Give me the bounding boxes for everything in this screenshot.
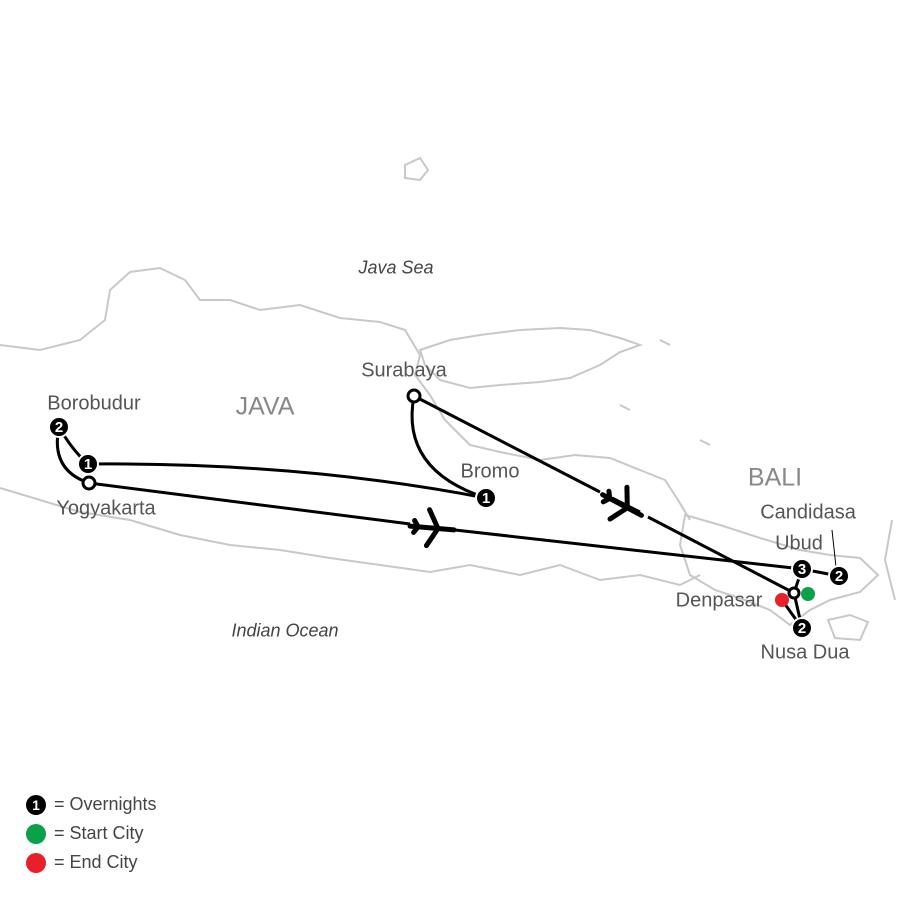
indian-ocean-label: Indian Ocean <box>231 620 339 641</box>
java-north-coast <box>0 266 691 521</box>
borobudur-label: Borobudur <box>47 392 141 415</box>
route-yogyakarta-bromo <box>87 462 487 500</box>
bali-island <box>678 513 880 627</box>
svg-text:1: 1 <box>482 490 490 507</box>
end-city-marker <box>775 593 789 607</box>
madura-island <box>418 326 644 390</box>
coastlines <box>0 156 896 642</box>
overnight-marker-borobudur: 2 <box>48 416 70 438</box>
candidasa-leader-line <box>831 529 837 568</box>
svg-text:1: 1 <box>84 456 92 473</box>
overnight-icon: 1 <box>26 794 46 815</box>
nusa-dua-label: Nusa Dua <box>760 641 850 664</box>
svg-text:2: 2 <box>55 419 63 436</box>
svg-text:2: 2 <box>835 568 843 585</box>
yogyakarta-label: Yogyakarta <box>56 497 156 520</box>
lombok-edge <box>883 519 896 601</box>
denpasar-marker <box>787 586 801 600</box>
legend-overnights: 1 = Overnights <box>26 794 157 815</box>
route-yogyakarta-ubud-flight <box>88 481 803 571</box>
surabaya-label: Surabaya <box>361 359 447 382</box>
plane-icon <box>600 484 644 522</box>
candidasa-label: Candidasa <box>760 501 856 524</box>
legend-end-city: = End City <box>26 852 138 873</box>
bali-label: BALI <box>747 463 803 492</box>
java-label: JAVA <box>235 392 295 421</box>
svg-text:2: 2 <box>798 620 806 637</box>
legend-label: = Start City <box>54 823 144 843</box>
yogyakarta-marker <box>81 475 97 491</box>
denpasar-label: Denpasar <box>675 589 763 612</box>
ubud-label: Ubud <box>775 532 823 555</box>
legend-label: = Overnights <box>54 794 157 814</box>
legend-start-city: = Start City <box>26 823 144 844</box>
overnight-marker-nusa-dua: 2 <box>791 617 813 639</box>
java-south-coast <box>0 487 701 587</box>
overnight-marker-yogyakarta: 1 <box>77 453 99 475</box>
overnight-marker-bromo: 1 <box>475 487 497 509</box>
overnight-marker-candidasa: 2 <box>828 565 850 587</box>
svg-text:3: 3 <box>798 561 806 578</box>
start-city-icon <box>26 823 46 844</box>
small-island <box>404 156 430 182</box>
end-city-icon <box>26 852 46 873</box>
route-bromo-surabaya <box>410 395 487 500</box>
nusa-penida <box>826 613 870 642</box>
plane-icon <box>407 507 457 549</box>
overnight-markers: 2 1 1 3 2 2 <box>48 416 850 639</box>
bromo-label: Bromo <box>460 460 520 483</box>
surabaya-marker <box>406 388 422 404</box>
overnight-marker-ubud: 3 <box>791 558 813 580</box>
legend-label: = End City <box>54 852 138 872</box>
east-islets <box>619 339 711 446</box>
java-sea-label: Java Sea <box>358 257 434 278</box>
start-city-marker <box>801 587 815 601</box>
open-city-markers <box>81 388 801 600</box>
